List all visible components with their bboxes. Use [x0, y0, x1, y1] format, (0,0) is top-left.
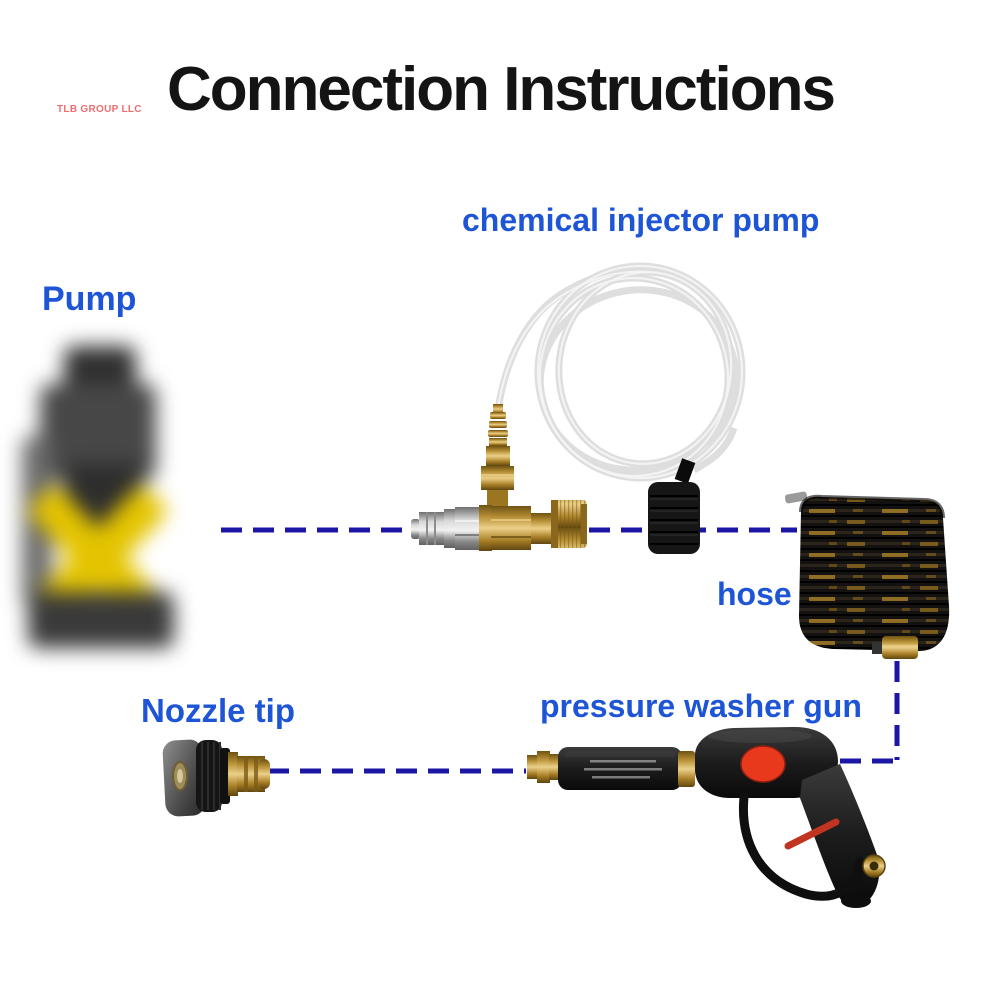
chemical-injector-label: chemical injector pump: [462, 202, 820, 238]
gun-front-fitting: [527, 755, 538, 779]
hose-bottom-fitting: [872, 642, 884, 654]
gun-safety-button: [740, 745, 786, 783]
tube-barb: [493, 404, 503, 414]
pump-label: Pump: [42, 280, 137, 318]
hose-to-gun-line: [824, 661, 900, 764]
hose-image: [784, 491, 950, 659]
pressure-washer-gun-image: [527, 726, 886, 908]
brand-text: TLB GROUP LLC: [57, 104, 142, 115]
pressure-washer-gun-label: pressure washer gun: [540, 688, 862, 724]
gun-brass-collar: [678, 751, 695, 787]
hose-label: hose: [717, 576, 792, 612]
gun-trigger-guard: [738, 792, 865, 901]
chemical-injector-image: [411, 404, 587, 551]
quick-connect-plug: [419, 512, 445, 545]
stem-compression-nut: [481, 466, 514, 490]
stem-upper-nut: [486, 446, 510, 466]
brass-tee-body: [491, 506, 531, 550]
hose-top-fitting: [784, 491, 808, 504]
nozzle-tip-label: Nozzle tip: [141, 692, 295, 729]
nozzle-tip-image: [162, 739, 270, 817]
tube-filter-image: [648, 458, 700, 554]
pump-base: [28, 592, 174, 648]
clear-suction-tube: [493, 262, 746, 482]
page-title: Connection Instructions: [167, 55, 836, 124]
wand-printed-text: [584, 760, 662, 779]
steel-hex-nut: [455, 507, 480, 550]
brass-quick-coupler: [551, 500, 587, 548]
nozzle-quick-connect-plug: [228, 752, 238, 796]
gun-trigger: [784, 818, 840, 850]
pump-image: [6, 340, 196, 660]
quick-connect-plug-tip: [411, 519, 420, 539]
